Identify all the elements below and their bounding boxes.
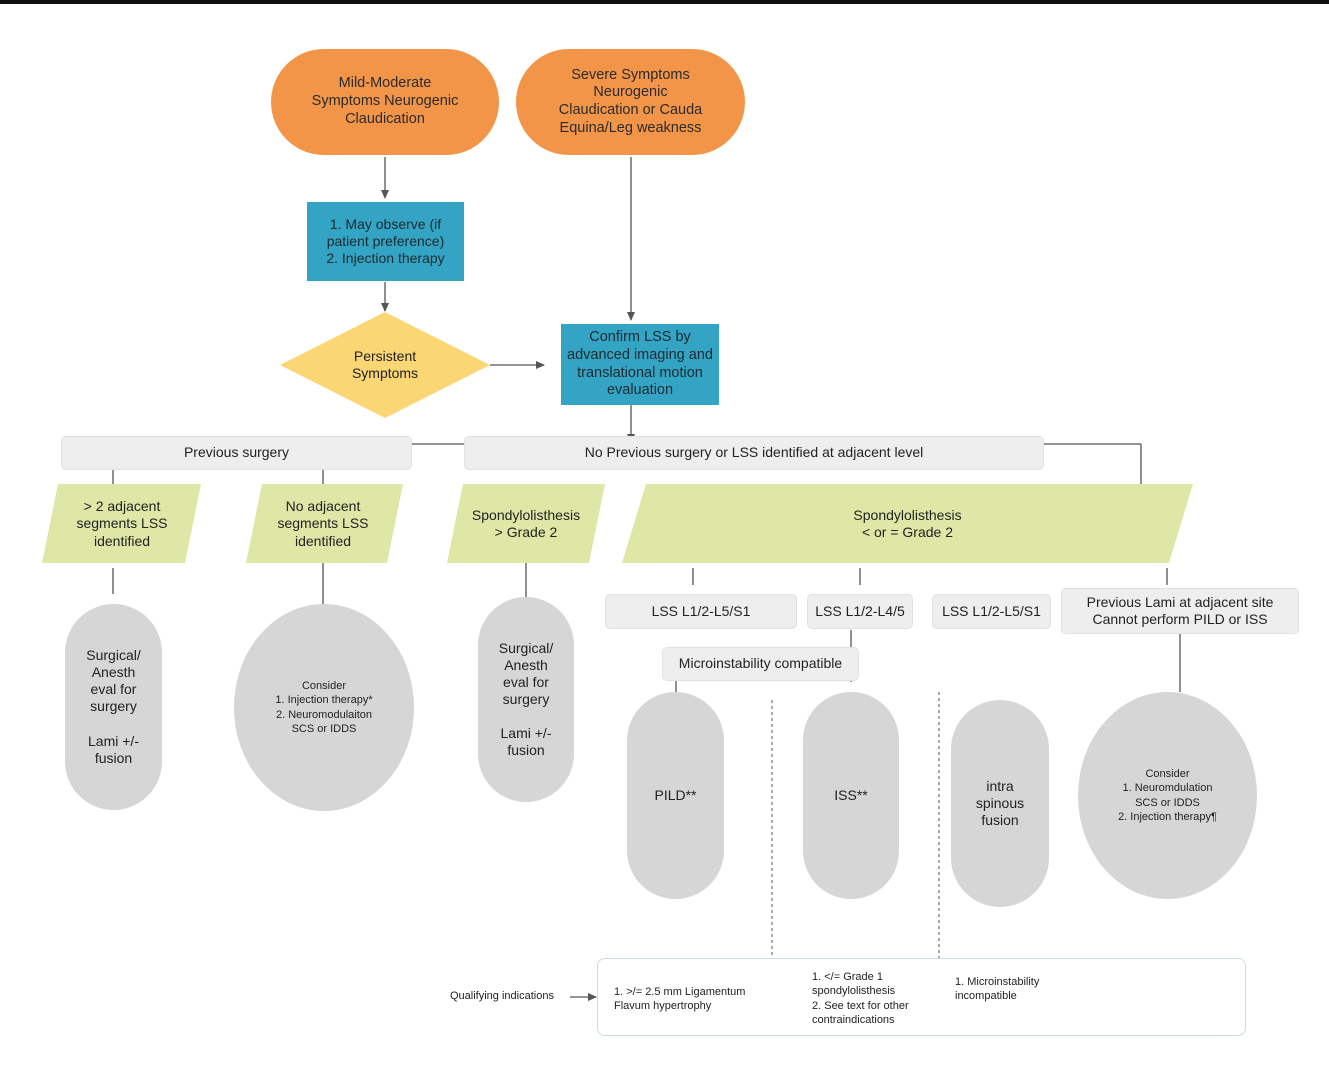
consider-ellipse-2: Consider 1. Neuromdulation SCS or IDDS 2… [1078, 692, 1257, 899]
qualifying-indications-panel [597, 958, 1246, 1036]
no-adjacent-label: No adjacent segments LSS identified [277, 497, 369, 549]
noadj-parallelogram [246, 484, 403, 563]
confirm-lss-box: Confirm LSS by advanced imaging and tran… [561, 324, 719, 405]
surgical-eval-capsule-1: Surgical/ Anesth eval for surgery Lami +… [65, 604, 162, 810]
lss-l12-l45-box: LSS L1/2-L4/5 [807, 594, 913, 629]
intra-spinous-fusion-capsule: intra spinous fusion [951, 700, 1049, 907]
no-previous-surgery-band: No Previous surgery or LSS identified at… [464, 436, 1044, 470]
previous-lami-box: Previous Lami at adjacent site Cannot pe… [1061, 588, 1299, 634]
qualifying-intra-text: 1. Microinstability incompatible [955, 976, 1040, 1003]
gt2-adjacent-label: > 2 adjacent segments LSS identified [76, 497, 168, 549]
spondy-le2-label: Spondylolisthesis < or = Grade 2 [853, 506, 962, 541]
mild-symptoms-node: Mild-Moderate Symptoms Neurogenic Claudi… [271, 49, 499, 155]
persistent-symptoms-label: Persistent Symptoms [351, 347, 419, 382]
spondy-le2-parallelogram [622, 484, 1193, 563]
pild-capsule: PILD** [627, 692, 724, 899]
qualifying-iss-text: 1. </= Grade 1 spondylolisthesis 2. See … [812, 971, 909, 1026]
qualifying-pild-text: 1. >/= 2.5 mm Ligamentum Flavum hypertro… [614, 986, 746, 1013]
spondy-gt2-label: Spondylolisthesis > Grade 2 [471, 506, 581, 541]
spondy-gt2-parallelogram [447, 484, 605, 563]
lss-l12-l5s1-box-c: LSS L1/2-L5/S1 [932, 594, 1051, 629]
microinstability-box: Microinstability compatible [662, 647, 859, 681]
top-border [0, 0, 1329, 4]
lss-l12-l5s1-box-a: LSS L1/2-L5/S1 [605, 594, 797, 629]
consider-ellipse-1: Consider 1. Injection therapy* 2. Neurom… [234, 604, 414, 811]
previous-surgery-band: Previous surgery [61, 436, 412, 470]
observe-injection-box: 1. May observe (if patient preference) 2… [307, 202, 464, 281]
gt2-parallelogram [42, 484, 201, 563]
iss-capsule: ISS** [803, 692, 899, 899]
severe-symptoms-node: Severe Symptoms Neurogenic Claudication … [516, 49, 745, 155]
persistent-diamond [280, 312, 490, 418]
qualifying-indications-label: Qualifying indications [450, 990, 554, 1002]
surgical-eval-capsule-2: Surgical/ Anesth eval for surgery Lami +… [478, 597, 574, 802]
